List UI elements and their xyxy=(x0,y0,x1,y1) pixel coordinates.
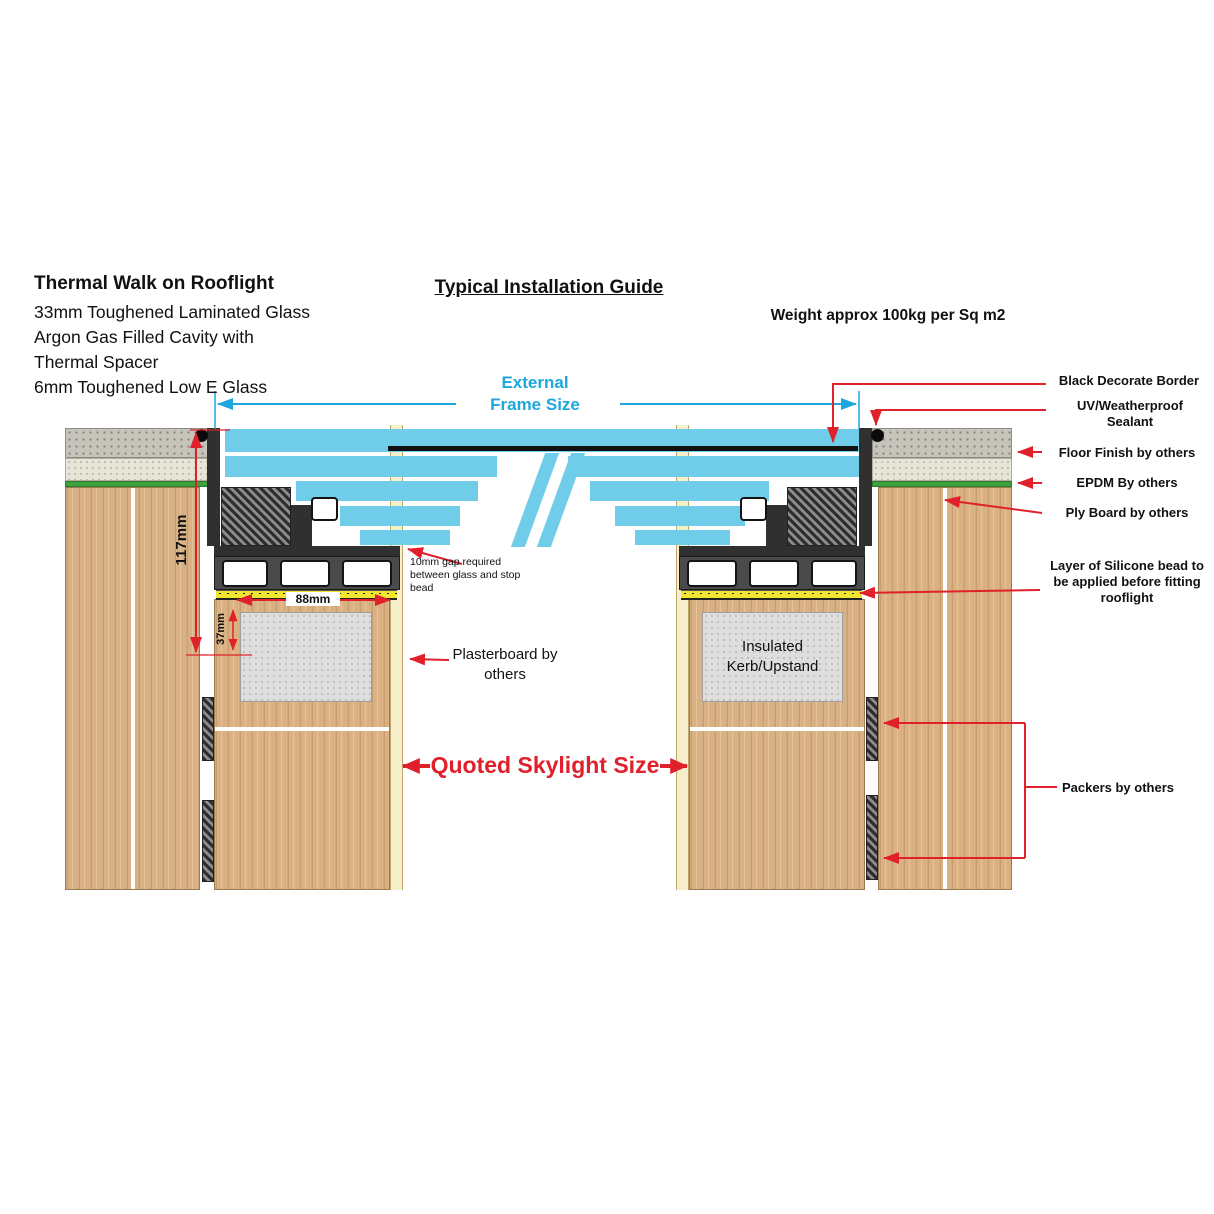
packer-block-left-upper xyxy=(202,697,214,761)
stop-bead-left xyxy=(291,505,312,546)
dimension-88mm: 88mm xyxy=(286,592,340,606)
black-decorative-border xyxy=(388,446,858,451)
thermal-gasket-right xyxy=(787,487,857,546)
packer-block-left-lower xyxy=(202,800,214,882)
packers-label: Packers by others xyxy=(1062,780,1175,795)
glazing-clamp-left xyxy=(311,497,338,521)
floor-finish-right xyxy=(872,428,1012,458)
frame-bar-right xyxy=(679,546,865,556)
glass-pane-4-right xyxy=(615,506,745,526)
frame-upstand-right xyxy=(859,428,872,546)
gap-note: 10mm gap required between glass and stop… xyxy=(410,556,521,594)
frame-chamber-right-2 xyxy=(749,560,799,587)
floor-finish-left xyxy=(65,428,208,458)
kerb-seam-right xyxy=(690,727,864,731)
epdm-layer-right xyxy=(872,481,1012,487)
external-frame-size-line1: External xyxy=(501,373,569,392)
frame-chamber-left-2 xyxy=(280,560,330,587)
glass-pane-3-left xyxy=(296,481,478,501)
insulated-kerb-label: Insulated Kerb/Upstand xyxy=(726,638,819,675)
wall-seam-left xyxy=(131,488,135,889)
spec-line-2: Argon Gas Filled Cavity with xyxy=(34,326,254,347)
glass-pane-2-right xyxy=(568,456,862,477)
silicone-bead-right xyxy=(681,590,862,600)
glass-pane-3-right xyxy=(590,481,769,501)
insulation-block-left xyxy=(240,612,372,702)
packer-block-right-upper xyxy=(866,697,878,761)
product-info-block: Thermal Walk on Rooflight 33mm Toughened… xyxy=(34,272,354,400)
wall-seam-right xyxy=(943,488,947,889)
dimension-37mm: 37mm xyxy=(215,613,227,645)
thermal-gasket-left xyxy=(221,487,291,546)
frame-chamber-right-1 xyxy=(687,560,737,587)
spec-line-3: Thermal Spacer xyxy=(34,351,159,372)
kerb-seam-left xyxy=(215,727,389,731)
frame-chamber-right-3 xyxy=(811,560,857,587)
external-frame-size-line2: Frame Size xyxy=(490,395,580,414)
spec-line-4: 6mm Toughened Low E Glass xyxy=(34,376,268,397)
glass-pane-2-left xyxy=(225,456,497,477)
ply-board-label: Ply Board by others xyxy=(1065,505,1189,520)
uv-sealant-label: UV/Weatherproof Sealant xyxy=(1077,398,1183,429)
floor-finish-label: Floor Finish by others xyxy=(1058,445,1196,460)
stop-bead-right xyxy=(766,505,787,546)
silicone-bead-label: Layer of Silicone bead to be applied bef… xyxy=(1050,558,1204,605)
screed-layer-right xyxy=(872,458,1012,481)
spec-line-1: 33mm Toughened Laminated Glass xyxy=(34,301,310,322)
plasterboard-label: Plasterboard by others xyxy=(452,646,558,683)
external-frame-size-label: External Frame Size xyxy=(470,372,600,416)
quoted-skylight-size-label: Quoted Skylight Size xyxy=(430,752,660,778)
insulation-block-right: Insulated Kerb/Upstand xyxy=(702,612,843,702)
glass-pane-5-right xyxy=(635,530,730,545)
glass-pane-5-left xyxy=(360,530,450,545)
epdm-label: EPDM By others xyxy=(1076,475,1178,490)
frame-chamber-left-3 xyxy=(342,560,392,587)
frame-bar-left xyxy=(214,546,400,556)
sealant-dot-right xyxy=(871,429,884,442)
packer-block-right-lower xyxy=(866,795,878,880)
page-title: Thermal Walk on Rooflight xyxy=(34,273,274,294)
frame-chamber-left-1 xyxy=(222,560,268,587)
glazing-clamp-right xyxy=(740,497,767,521)
frame-upstand-left xyxy=(207,428,220,546)
glass-pane-4-left xyxy=(340,506,460,526)
weight-note: Weight approx 100kg per Sq m2 xyxy=(770,307,1006,324)
dimension-117mm: 117mm xyxy=(173,514,190,566)
guide-title: Typical Installation Guide xyxy=(434,277,664,298)
black-border-label: Black Decorate Border xyxy=(1058,373,1200,388)
